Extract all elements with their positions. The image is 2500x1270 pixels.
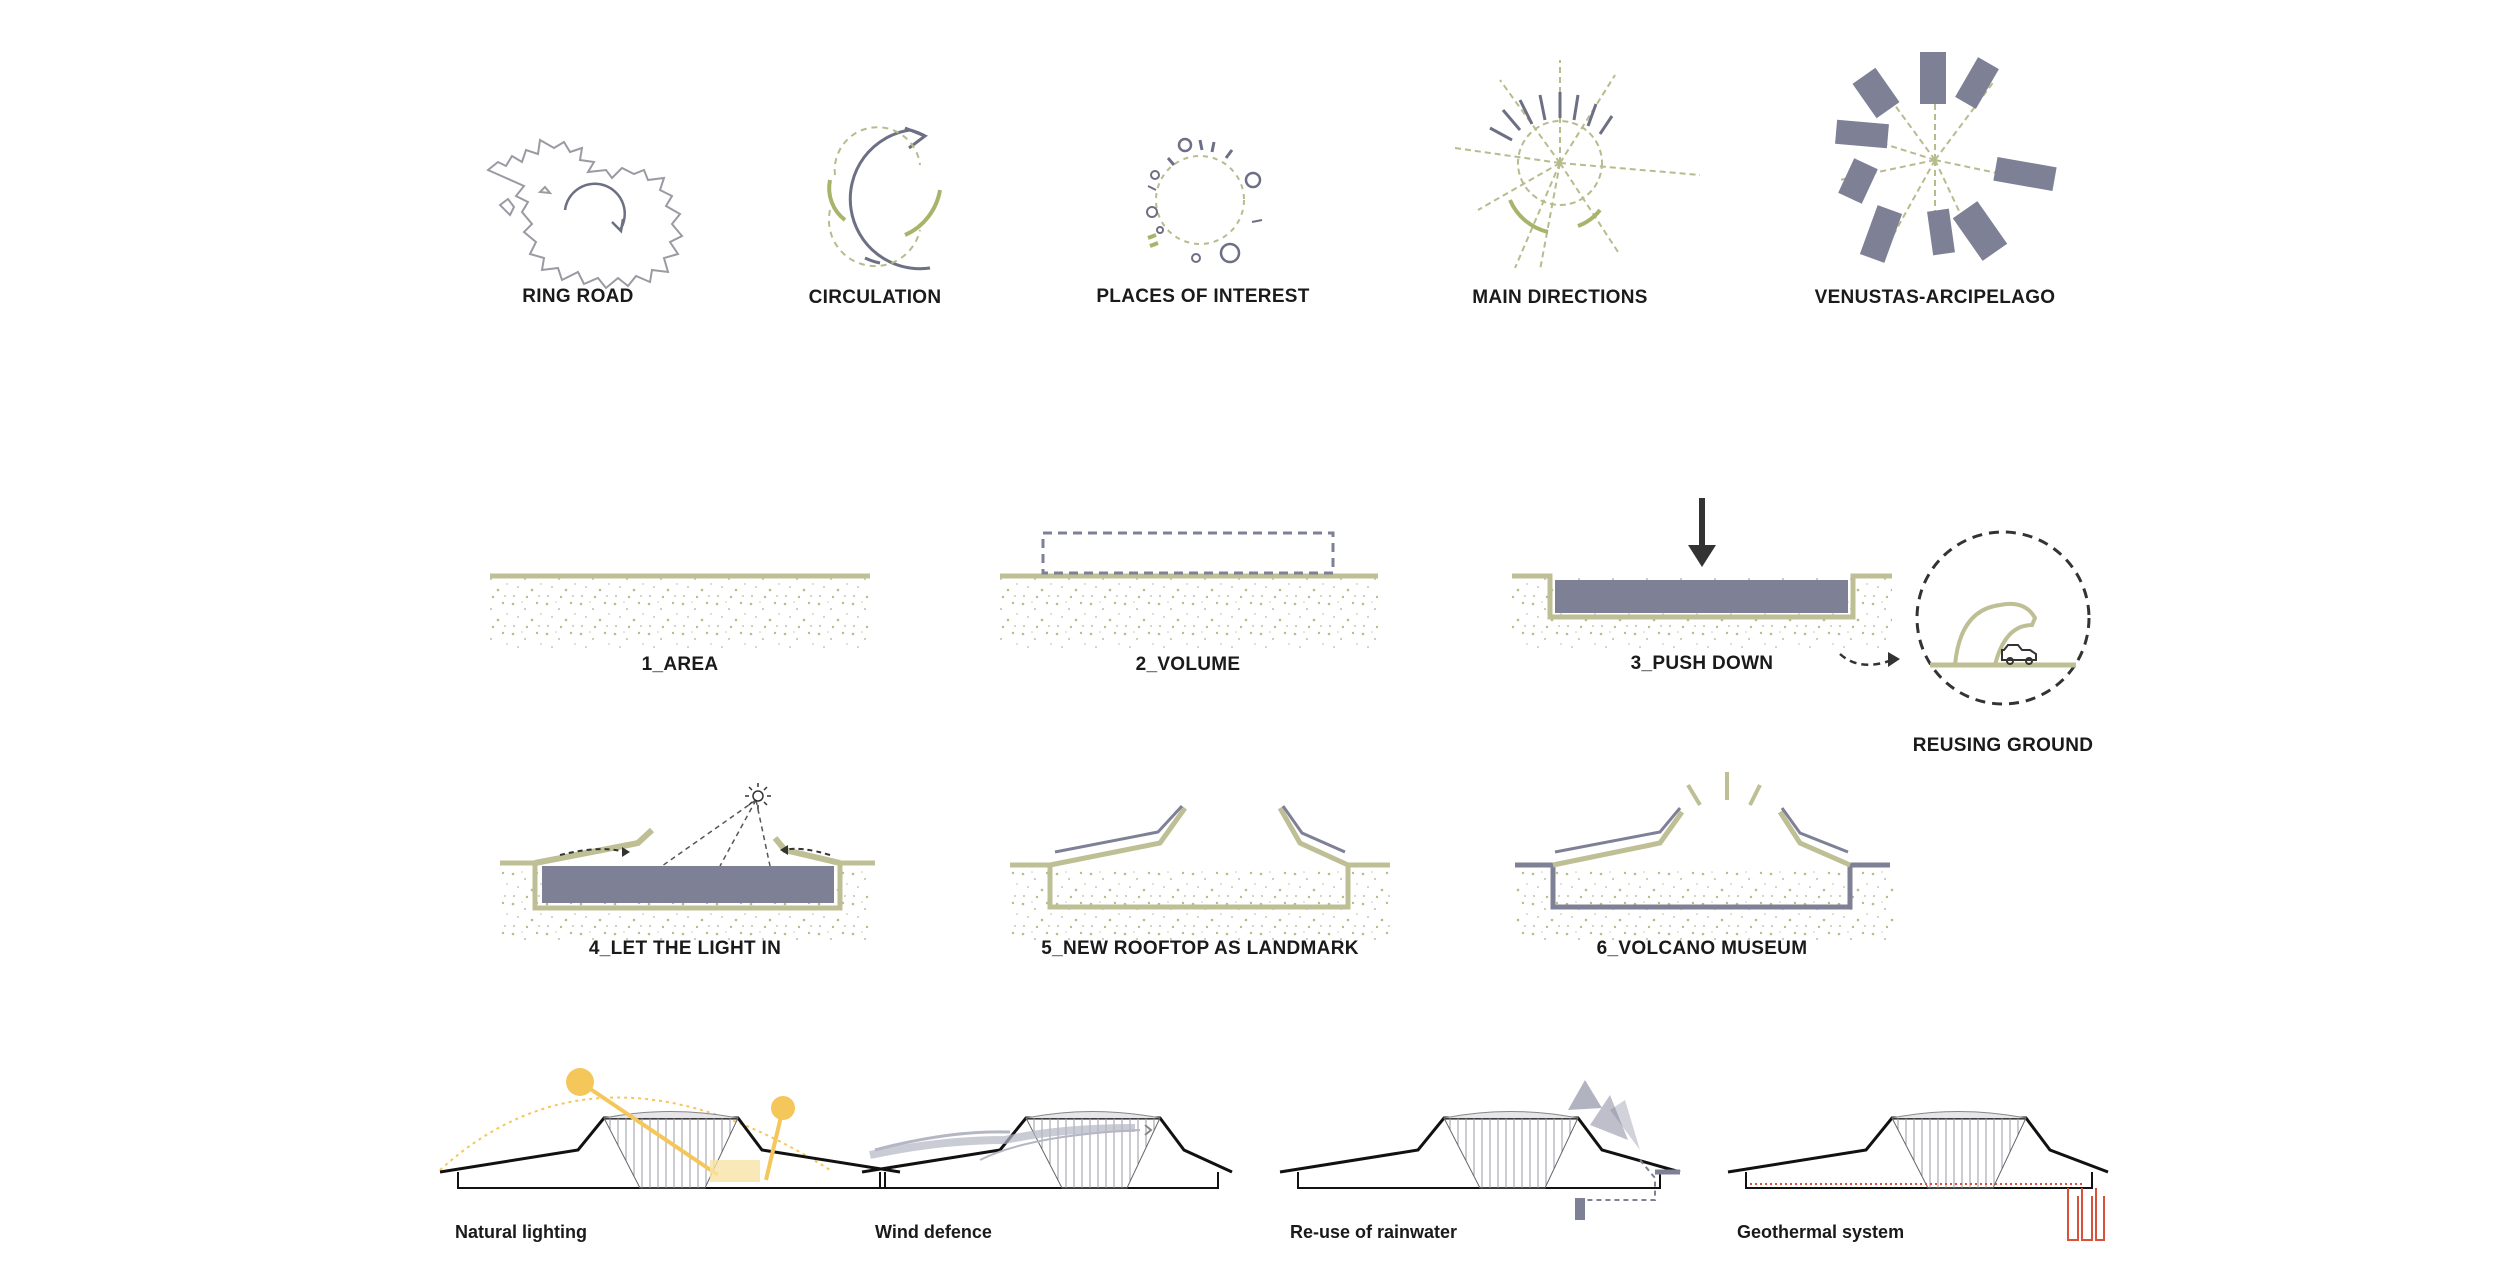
down-arrow-icon — [1688, 498, 1716, 567]
geothermal-probes — [2067, 1188, 2105, 1241]
light-rays — [661, 799, 771, 867]
ground-pit-line — [1010, 862, 1390, 910]
circular-arrow-icon — [563, 182, 626, 234]
roof-right — [1277, 806, 1350, 868]
strategy-rainwater: Re-use of rainwater — [1279, 1080, 1681, 1242]
step-label: 1_AREA — [642, 654, 719, 675]
museum-section — [1279, 1111, 1681, 1189]
dotted-ring-icon — [1146, 137, 1263, 264]
step-label: 5_NEW ROOFTOP AS LANDMARK — [1041, 938, 1359, 959]
roof-left — [1552, 810, 1685, 868]
strategy-label: Natural lighting — [455, 1222, 587, 1242]
concept-label: CIRCULATION — [809, 287, 942, 308]
strategy-label: Geothermal system — [1737, 1222, 1904, 1242]
radial-blocks-icon — [1835, 52, 2057, 263]
glass-right — [1281, 805, 1346, 854]
concept-main-directions: MAIN DIRECTIONS — [1454, 60, 1701, 308]
reusing-ground-callout: REUSING GROUND — [1913, 530, 2094, 756]
dashed-arrow — [1839, 653, 1893, 667]
volume-block — [542, 866, 834, 903]
concept-ring-road: RING ROAD — [486, 138, 684, 307]
step-volcano-museum: 6_VOLCANO MUSEUM — [1515, 772, 1895, 959]
step-volume: 2_VOLUME — [1000, 531, 1378, 675]
concept-places-of-interest: PLACES OF INTEREST — [1096, 137, 1309, 307]
sun-icon — [745, 783, 771, 809]
water-pipe — [1580, 1159, 1656, 1201]
proposed-volume-outline — [1041, 531, 1335, 575]
ground-pit-line — [1512, 573, 1892, 620]
concept-label: RING ROAD — [522, 286, 633, 307]
museum-section — [1727, 1111, 2109, 1189]
rain-cloud-shapes — [1568, 1080, 1640, 1150]
step-label: 3_PUSH DOWN — [1631, 653, 1774, 674]
soil-fill — [1000, 578, 1378, 648]
concept-label: MAIN DIRECTIONS — [1472, 287, 1648, 308]
raised-roof-left — [534, 827, 655, 866]
sun-path — [439, 1096, 831, 1171]
car-icon — [2001, 644, 2037, 665]
concept-circulation: CIRCULATION — [809, 126, 942, 308]
water-tank — [1575, 1198, 1585, 1220]
sunken-volume — [1555, 580, 1848, 613]
sun-ray — [578, 1080, 720, 1177]
strategy-geothermal: Geothermal system — [1727, 1111, 2109, 1242]
roof-right — [1777, 810, 1852, 868]
concept-label: PLACES OF INTEREST — [1096, 286, 1309, 307]
step-area: 1_AREA — [490, 573, 870, 675]
strategy-label: Wind defence — [875, 1222, 992, 1242]
strategy-wind-defence: Wind defence — [861, 1111, 1233, 1242]
sun-ray — [764, 1107, 785, 1181]
ground-pit-line — [500, 860, 875, 911]
arrow-head — [1888, 652, 1900, 667]
step-label: 2_VOLUME — [1136, 654, 1241, 675]
soil-fill — [1515, 868, 1895, 940]
roof-left — [1049, 806, 1188, 868]
concept-label: VENUSTAS-ARCIPELAGO — [1815, 287, 2056, 308]
island-outline-icon — [486, 138, 684, 290]
circular-arrows-icon — [827, 126, 942, 271]
concept-venustas-arcipelago: VENUSTAS-ARCIPELAGO — [1815, 52, 2057, 308]
glass-left — [1054, 804, 1184, 854]
callout-circle — [1915, 530, 2091, 706]
soil-fill — [490, 578, 870, 648]
strategy-natural-lighting: Natural lighting — [439, 1068, 901, 1242]
step-label: 6_VOLCANO MUSEUM — [1597, 938, 1808, 959]
radiating-lines-icon — [1454, 60, 1701, 271]
eruption-rays — [1686, 772, 1762, 807]
ground-pit-line — [1515, 862, 1890, 910]
step-push-down: 3_PUSH DOWN — [1512, 498, 1900, 674]
soil-fill — [1010, 868, 1390, 940]
step-label: 4_LET THE LIGHT IN — [589, 938, 781, 959]
museum-section — [439, 1111, 901, 1189]
wind-flow — [869, 1124, 1141, 1161]
callout-label: REUSING GROUND — [1913, 735, 2094, 756]
step-new-rooftop: 5_NEW ROOFTOP AS LANDMARK — [1010, 804, 1390, 959]
museum-section — [861, 1111, 1233, 1189]
strategy-label: Re-use of rainwater — [1290, 1222, 1457, 1242]
step-let-the-light-in: 4_LET THE LIGHT IN — [500, 783, 875, 959]
